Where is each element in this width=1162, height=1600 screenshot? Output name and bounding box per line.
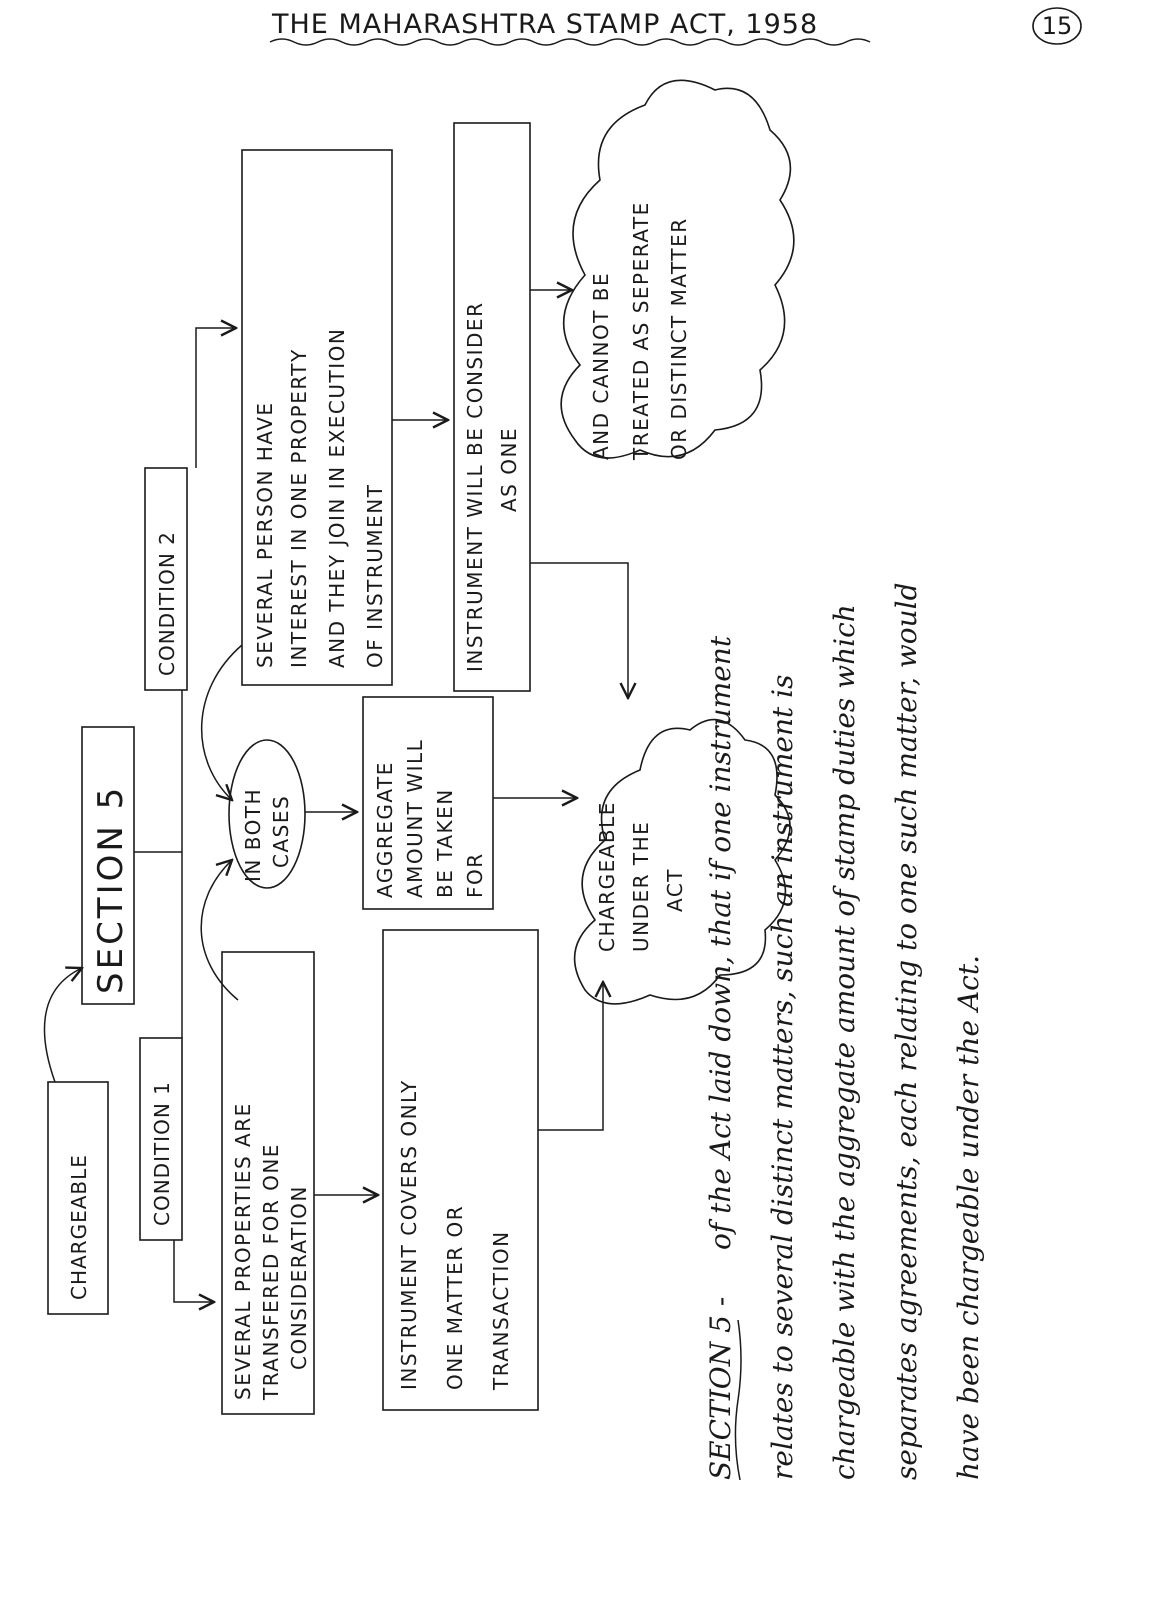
paragraph-line-1: of the Act laid down, that if one instru…	[704, 635, 737, 1250]
condition-2-result-text: INSTRUMENT WILL BE CONSIDER AS ONE	[463, 302, 521, 672]
condition-1-label: CONDITION 1	[150, 1081, 174, 1226]
cannot-be-separate-cloud	[560, 79, 795, 459]
cloud-right-line-3: OR DISTINCT MATTER	[667, 217, 691, 460]
title-underline	[269, 38, 871, 46]
condition-2-label: CONDITION 2	[155, 531, 179, 676]
condition-1-result-text: INSTRUMENT COVERS ONLY ONE MATTER OR TRA…	[397, 1079, 513, 1391]
condition-1-text: SEVERAL PROPERTIES ARE TRANSFERED FOR ON…	[231, 1102, 311, 1401]
condition-2-line-2: INTEREST IN ONE PROPERTY	[287, 348, 311, 668]
c1-result-line-1: INSTRUMENT COVERS ONLY	[397, 1079, 421, 1390]
c2-result-line-1: INSTRUMENT WILL BE CONSIDER	[463, 302, 487, 672]
paragraph-line-5: have been chargeable under the Act.	[952, 955, 985, 1480]
cannot-be-separate-text: AND CANNOT BE TREATED AS SEPERATE OR DIS…	[589, 201, 691, 461]
condition-2-box	[144, 467, 188, 691]
section-5-paragraph: SECTION 5 - of the Act laid down, that i…	[704, 582, 985, 1481]
c2-result-line-2: AS ONE	[497, 427, 521, 512]
chargeable-cloud-text: CHARGEABLE UNDER THE ACT	[595, 801, 687, 952]
page-title: THE MAHARASHTRA STAMP ACT, 1958	[271, 9, 818, 40]
c1-result-line-2: ONE MATTER OR	[443, 1205, 467, 1390]
charge-cloud-line-1: CHARGEABLE	[595, 801, 619, 952]
paragraph-label-underline	[734, 1319, 742, 1481]
connector-c1-to-both	[200, 860, 239, 1001]
connector-chargeable-to-section	[43, 968, 82, 1083]
charge-cloud-line-2: UNDER THE	[629, 821, 653, 952]
both-cases-oval	[228, 739, 306, 889]
both-cases-text: IN BOTH CASES	[241, 788, 293, 882]
aggregate-box	[362, 696, 494, 910]
cloud-right-line-2: TREATED AS SEPERATE	[629, 201, 653, 461]
condition-1-line-1: SEVERAL PROPERTIES ARE	[231, 1102, 255, 1400]
aggregate-text: AGGREGATE AMOUNT WILL BE TAKEN FOR	[373, 739, 487, 898]
chargeable-box	[47, 1081, 109, 1315]
charge-cloud-line-3: ACT	[663, 868, 687, 912]
condition-2-line-1: SEVERAL PERSON HAVE	[253, 401, 277, 668]
condition-2-result-box	[453, 122, 531, 692]
paragraph-label: SECTION 5 -	[704, 1297, 737, 1480]
connector-to-condition-2	[195, 328, 236, 468]
aggregate-line-3: BE TAKEN	[433, 788, 457, 898]
connector-to-condition-1	[173, 1240, 214, 1302]
aggregate-line-1: AGGREGATE	[373, 761, 397, 898]
both-cases-line-2: CASES	[269, 795, 293, 868]
aggregate-line-2: AMOUNT WILL	[403, 739, 427, 898]
paragraph-line-2: relates to several distinct matters, suc…	[766, 675, 799, 1480]
aggregate-line-4: FOR	[463, 852, 487, 898]
section-5-label: SECTION 5	[91, 785, 131, 994]
c1-result-line-3: TRANSACTION	[489, 1230, 513, 1391]
paragraph-line-3: chargeable with the aggregate amount of …	[828, 604, 861, 1480]
connector-c2-to-both	[200, 644, 243, 800]
condition-1-box	[139, 1037, 183, 1241]
condition-2-box-main	[241, 149, 393, 686]
condition-1-line-2: TRANSFERED FOR ONE	[259, 1143, 283, 1401]
condition-2-line-4: OF INSTRUMENT	[363, 484, 387, 668]
both-cases-line-1: IN BOTH	[241, 788, 265, 882]
condition-2-line-3: AND THEY JOIN IN EXECUTION	[325, 328, 349, 668]
cloud-right-line-1: AND CANNOT BE	[589, 272, 613, 460]
connector-c1-result-to-chargeable	[538, 982, 603, 1131]
page-number-circle	[1032, 7, 1082, 45]
page-number: 15	[1042, 12, 1073, 40]
paragraph-line-4: separates agreements, each relating to o…	[890, 582, 923, 1480]
condition-1-result-box	[382, 929, 539, 1411]
condition-2-text: SEVERAL PERSON HAVE INTEREST IN ONE PROP…	[253, 328, 387, 668]
condition-1-box-main	[221, 951, 315, 1415]
condition-1-line-3: CONSIDERATION	[287, 1185, 311, 1370]
section-5-box	[81, 726, 135, 1005]
chargeable-label: CHARGEABLE	[67, 1154, 91, 1300]
connector-c2-result-to-chargeable	[530, 562, 628, 698]
chargeable-cloud	[573, 718, 791, 1005]
